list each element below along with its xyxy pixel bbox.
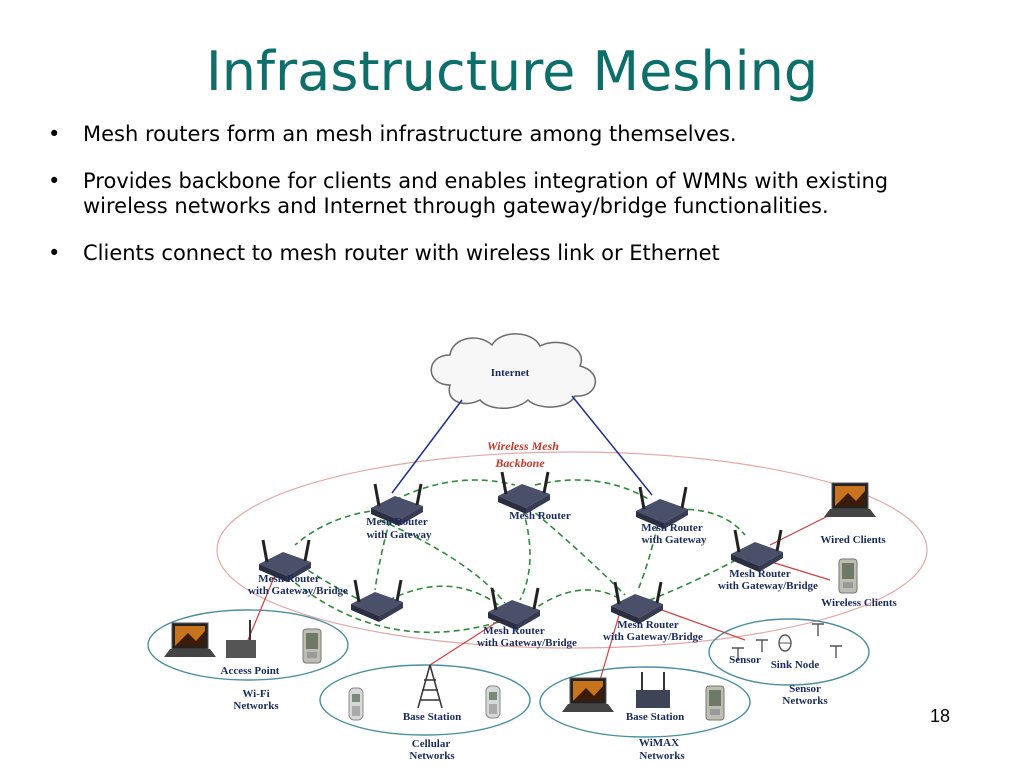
cell-tower-icon — [417, 664, 443, 709]
wifi-network-label: Wi-Fi — [242, 688, 269, 700]
phone-icon — [485, 685, 501, 719]
cellular-network-label: Cellular — [412, 738, 451, 750]
sensor-network-label: Sensor — [789, 683, 821, 695]
backbone-label: Backbone — [494, 456, 545, 470]
router-label: Mesh Router — [617, 619, 679, 631]
bullet-item: Clients connect to mesh router with wire… — [48, 241, 948, 266]
wimax-ellipse — [539, 666, 751, 738]
router-label: Mesh Router — [509, 510, 571, 522]
access-point-label: Access Point — [221, 665, 280, 677]
slide-number: 18 — [930, 706, 951, 726]
backbone-ellipse — [216, 451, 928, 649]
router-label: Mesh Router — [366, 516, 428, 528]
wifi-network-label: Networks — [233, 700, 279, 712]
mesh-router-icon — [729, 528, 785, 574]
wimax-base-station-icon — [636, 672, 670, 708]
bullet-item: Provides backbone for clients and enable… — [48, 169, 948, 219]
backbone-label: Wireless Mesh — [487, 439, 559, 453]
router-label: Mesh Router — [483, 625, 545, 637]
router-label: Mesh Router — [729, 568, 791, 580]
router-label: with Gateway/Bridge — [477, 637, 577, 649]
cellular-network-label: Networks — [409, 750, 455, 762]
router-label: with Gateway — [641, 534, 707, 546]
pda-icon — [705, 685, 725, 721]
slide-title: Infrastructure Meshing — [205, 40, 819, 103]
wimax-network-label: WiMAX — [639, 737, 679, 749]
bullet-list: Mesh routers form an mesh infrastructure… — [48, 122, 948, 288]
laptop-icon — [823, 482, 877, 518]
mesh-router-icon — [486, 586, 542, 632]
wifi-ellipse — [147, 609, 349, 681]
sensor-ellipse — [708, 618, 870, 686]
access-point-icon — [226, 620, 256, 658]
sensor-icon — [732, 623, 842, 660]
internet-link — [391, 399, 463, 494]
router-label: with Gateway/Bridge — [248, 585, 348, 597]
router-label: Mesh Router — [258, 573, 320, 585]
internet-label: Internet — [491, 367, 530, 379]
router-label: with Gateway — [366, 529, 432, 541]
sink-node-label: Sink Node — [771, 659, 820, 671]
wimax-network-label: Networks — [639, 750, 685, 762]
internet-cloud-icon — [430, 333, 597, 409]
pda-icon — [838, 558, 858, 594]
router-label: Mesh Router — [641, 522, 703, 534]
sensor-label: Sensor — [729, 654, 761, 666]
router-label: with Gateway/Bridge — [718, 580, 818, 592]
cellular-ellipse — [319, 664, 531, 736]
router-label: with Gateway/Bridge — [603, 631, 703, 643]
phone-icon — [348, 687, 364, 721]
wired-clients-label: Wired Clients — [820, 534, 886, 546]
wireless-clients-label: Wireless Clients — [821, 597, 897, 609]
sensor-network-label: Networks — [782, 695, 828, 707]
internet-link — [571, 395, 653, 496]
pda-icon — [302, 628, 322, 664]
mesh-router-icon — [496, 470, 552, 516]
bullet-item: Mesh routers form an mesh infrastructure… — [48, 122, 948, 147]
laptop-icon — [163, 622, 217, 658]
laptop-icon — [561, 677, 615, 713]
cell-base-station-label: Base Station — [403, 711, 461, 723]
mesh-router-icon — [349, 578, 405, 624]
wimax-base-station-label: Base Station — [626, 711, 684, 723]
sink-node-icon — [778, 634, 792, 652]
